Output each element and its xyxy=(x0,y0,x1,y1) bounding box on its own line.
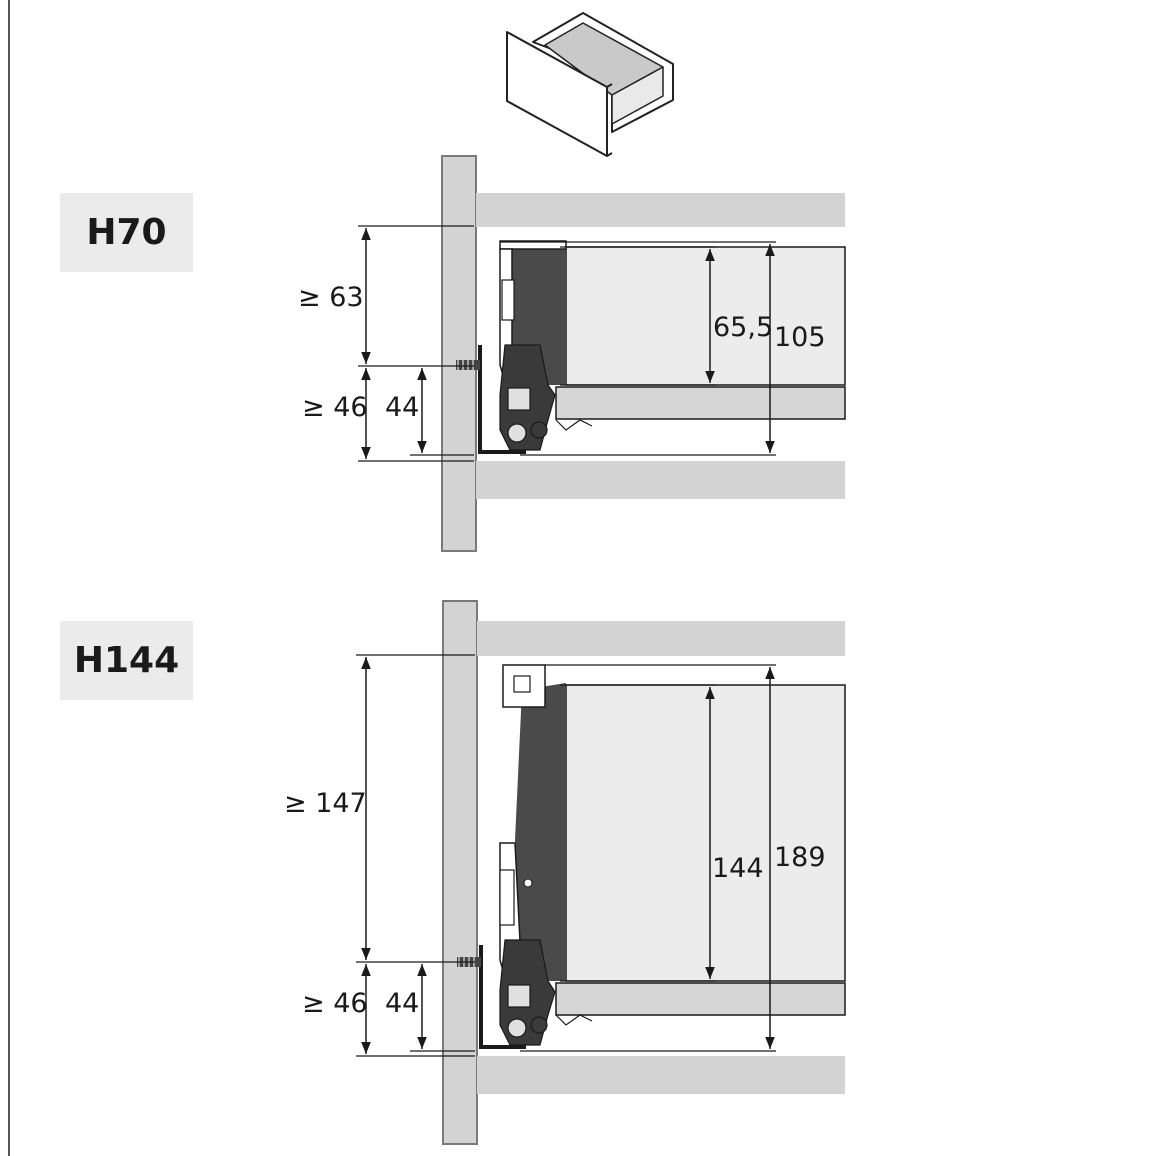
dim-min-upper: ≥ 63 xyxy=(298,282,364,313)
upper-shelf xyxy=(476,193,845,227)
dim-rail: 44 xyxy=(385,392,419,423)
cabinet-side-panel xyxy=(441,155,477,552)
drawer-bottom xyxy=(555,386,846,420)
variant-name: H144 xyxy=(73,640,180,681)
upper-shelf xyxy=(477,621,845,656)
dim-min-lower: ≥ 46 xyxy=(302,988,368,1019)
variant-label-h70: H70 xyxy=(60,193,193,272)
dim-min-lower: ≥ 46 xyxy=(302,392,368,423)
h70-drawing: ≥ 63 ≥ 46 44 65,5 105 xyxy=(298,155,846,552)
variant-name: H70 xyxy=(86,212,167,253)
drawer-side xyxy=(565,684,846,982)
dim-min-upper: ≥ 147 xyxy=(284,788,367,819)
cabinet-side-panel xyxy=(442,600,478,1145)
extension-lines xyxy=(358,225,776,462)
lower-shelf xyxy=(477,1056,845,1094)
drawer-icon xyxy=(506,12,674,157)
drawer-bottom xyxy=(555,982,846,1016)
lower-shelf xyxy=(476,461,845,499)
dimension-lines xyxy=(361,657,775,1054)
extension-lines xyxy=(356,654,776,1057)
drawer-side xyxy=(565,246,846,386)
h144-drawing: ≥ 147 ≥ 46 44 144 189 xyxy=(284,600,846,1145)
runner-profile xyxy=(456,240,593,454)
dim-rail: 44 xyxy=(385,988,419,1019)
variant-label-h144: H144 xyxy=(60,621,193,700)
dim-total: 189 xyxy=(774,842,826,873)
dim-inner: 144 xyxy=(712,853,764,884)
dimension-lines xyxy=(361,228,775,459)
runner-profile xyxy=(457,664,593,1049)
dim-inner: 65,5 xyxy=(713,312,773,343)
dim-total: 105 xyxy=(774,322,826,353)
